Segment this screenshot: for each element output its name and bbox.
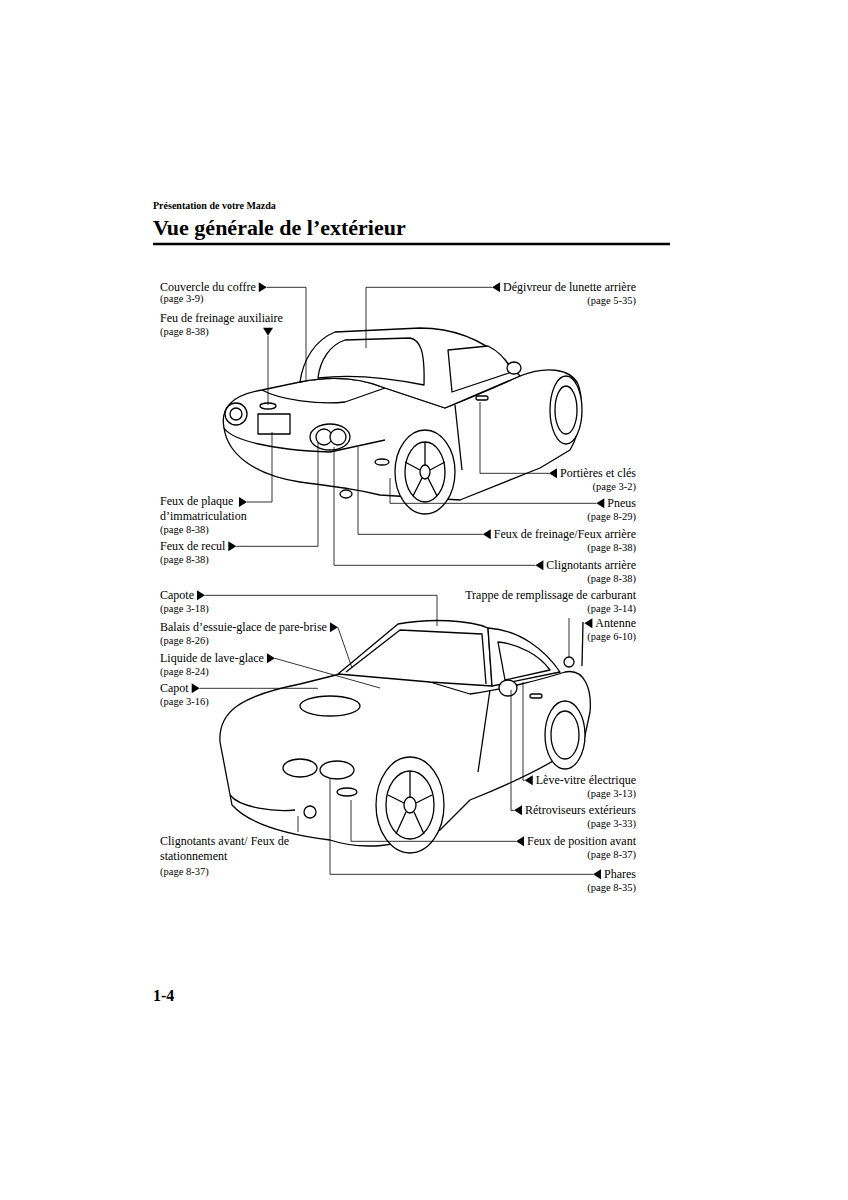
pointer-triangle [535, 560, 543, 570]
page-ref: (page 8-37) [587, 848, 636, 861]
pointer-triangle [593, 869, 601, 879]
leader-line [267, 287, 306, 380]
leader-line [338, 627, 352, 668]
pointer-triangle [259, 282, 267, 292]
part-name: Feux de freinage/Feux arrière [494, 527, 636, 542]
page-ref: (page 3-18) [160, 602, 209, 615]
leader-line [200, 688, 318, 689]
page-ref: (page 6-10) [587, 630, 636, 643]
leader-line [480, 402, 549, 473]
pointer-triangle [192, 683, 200, 693]
pointer-triangle [263, 328, 273, 336]
part-name: Portières et clés [560, 466, 636, 481]
leader-line [511, 690, 514, 810]
pointer-triangle [330, 622, 338, 632]
pointer-triangle [516, 836, 524, 846]
page-ref: (page 8-38) [160, 523, 209, 536]
pointer-triangle [197, 590, 205, 600]
part-name: Clignotants arrière [546, 558, 636, 573]
pointer-triangle [483, 529, 491, 539]
pointer-triangle [239, 497, 247, 507]
page-ref: (page 3-33) [587, 817, 636, 830]
page-ref: (page 8-26) [160, 634, 209, 647]
pointer-triangle [228, 541, 236, 551]
title-rule [153, 243, 670, 246]
page-ref: (page 3-14) [587, 602, 636, 615]
leader-line [330, 778, 593, 874]
page-ref: (page 3-13) [587, 787, 636, 800]
leader-line [390, 478, 596, 503]
page-ref: (page 8-38) [160, 553, 209, 566]
page-ref: (page 3-16) [160, 695, 209, 708]
part-name: Feu de freinage auxiliaire [160, 311, 283, 326]
part-name: Pneus [607, 496, 636, 511]
leader-line [334, 447, 535, 565]
leader-line [268, 336, 269, 405]
leader-line [523, 682, 525, 780]
leader-line [351, 800, 516, 841]
part-name: Feux de plaque d’immatriculation [160, 494, 255, 524]
part-name: Dégivreur de lunette arrière [503, 280, 636, 295]
pointer-triangle [596, 498, 604, 508]
page-ref: (page 8-24) [160, 665, 209, 678]
part-name: Balais d’essuie-glace de pare-brise [160, 620, 327, 635]
pointer-triangle [492, 282, 500, 292]
page-ref: (page 8-38) [587, 541, 636, 554]
section-header: Présentation de votre Mazda [153, 200, 276, 213]
pointer-triangle [514, 805, 522, 815]
page-ref: (page 8-35) [587, 881, 636, 894]
leader-line [298, 618, 569, 832]
part-name: Capote [160, 588, 194, 603]
page-ref: (page 8-29) [587, 510, 636, 523]
part-name: Feux de position avant [527, 834, 636, 849]
front-car-drawing [220, 621, 590, 853]
page-ref: (page 3-2) [593, 480, 636, 493]
pointer-triangle [525, 775, 533, 785]
part-name: Antenne [595, 616, 636, 631]
part-name: Feux de recul [160, 539, 225, 554]
page-title: Vue générale de l’extérieur [153, 214, 406, 242]
page-ref: (page 5-35) [587, 294, 636, 307]
part-name: Phares [604, 867, 636, 882]
leader-line [247, 432, 272, 502]
leader-line [358, 447, 483, 534]
part-name: Capot [160, 681, 189, 696]
part-name: Couvercle du coffre [160, 280, 256, 295]
page-ref: (page 8-38) [160, 325, 209, 338]
part-name: Clignotants avant/ Feux de stationnement [160, 834, 292, 864]
leader-line [275, 658, 380, 688]
part-name: Rétroviseurs extérieurs [525, 803, 636, 818]
part-name: Lève-vitre électrique [536, 773, 636, 788]
pointer-triangle [549, 468, 557, 478]
rear-car-drawing [223, 328, 582, 514]
page-ref: (page 3-9) [160, 292, 203, 305]
part-name: Trappe de remplissage de carburant [465, 588, 636, 603]
pointer-triangle [267, 653, 275, 663]
leader-line [366, 287, 492, 348]
page-ref: (page 8-37) [160, 865, 209, 878]
part-name: Liquide de lave-glace [160, 651, 264, 666]
leader-line [236, 442, 318, 546]
pointer-triangle [584, 618, 592, 628]
page-ref: (page 8-38) [587, 572, 636, 585]
page-number: 1-4 [153, 986, 174, 1006]
